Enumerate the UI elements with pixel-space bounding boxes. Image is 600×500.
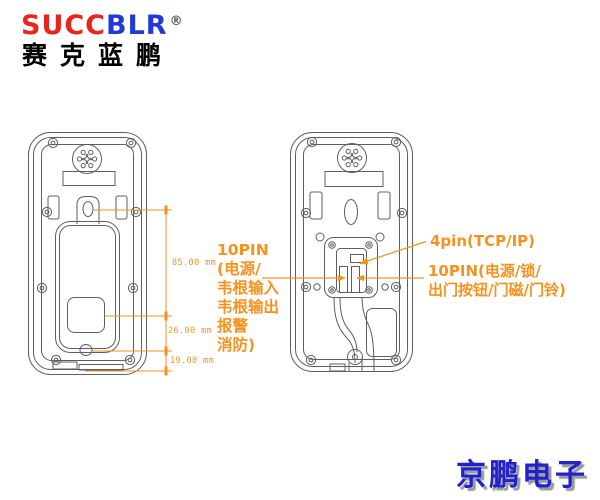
cable-channel — [329, 297, 375, 372]
left-10pin-note-line: (电源/ — [217, 260, 261, 278]
watermark-company-name: 京鹏电子 — [456, 458, 588, 493]
left-10pin-note-line: 韦根输出 — [217, 298, 280, 316]
left-10pin-note-line: 报警 — [217, 317, 249, 335]
label-recess — [67, 297, 105, 333]
dimension-label-26mm: 26.00 mm — [168, 326, 213, 336]
mounting-plate — [47, 195, 128, 356]
rear-window — [62, 171, 116, 186]
cable-grommet — [347, 349, 363, 365]
arrowhead-icon — [359, 257, 369, 265]
speaker-grille-icon — [337, 143, 367, 173]
hanging-slot — [344, 199, 358, 225]
right-10pin-note: 10PIN(电源/锁/ 出门按钮/门磁/门铃) — [428, 262, 566, 299]
rear-window — [324, 171, 384, 187]
left-device-back-view — [28, 132, 147, 375]
hanging-keyhole — [82, 201, 94, 217]
left-device-screws — [36, 137, 142, 366]
left-10pin-note: 10PIN (电源/ 韦根输入 韦根输出 报警 消防) — [217, 241, 279, 355]
brand-chinese-name: 赛克蓝鹏 — [22, 41, 175, 70]
dimension-label-19mm: 19.00 mm — [170, 356, 215, 366]
right-10pin-note-line: 出门按钮/门磁/门铃) — [428, 280, 566, 299]
connector-compartment — [324, 237, 378, 298]
brand-logo-blue-part: BLR — [106, 10, 168, 41]
left-10pin-note-line: 10PIN — [217, 241, 269, 259]
bottom-screw-hole — [79, 344, 93, 356]
right-device-back-view — [290, 132, 413, 372]
brand-logo-red-part: SUCC — [21, 10, 106, 41]
leader-lines — [262, 240, 427, 282]
left-10pin-note-line: 韦根输入 — [217, 279, 280, 297]
battery-compartment — [366, 308, 397, 357]
connector-4pin — [350, 254, 364, 263]
arrowhead-icon — [338, 274, 346, 282]
left-10pin-note-line: 消防) — [217, 336, 256, 354]
dimension-label-85mm: 85.00 mm — [172, 258, 217, 268]
speaker-grille-icon — [72, 144, 102, 174]
brand-logo: SUCCBLR® — [21, 8, 184, 40]
right-10pin-note-line: 10PIN(电源/锁/ — [428, 262, 541, 280]
dimension-annotations — [85, 205, 172, 376]
arrowhead-icon — [356, 274, 364, 282]
tcpip-4pin-note: 4pin(TCP/IP) — [430, 232, 535, 250]
bottom-edge-slots — [52, 361, 124, 371]
registered-trademark-icon: ® — [169, 14, 184, 29]
connector-10pin-right — [351, 266, 360, 293]
